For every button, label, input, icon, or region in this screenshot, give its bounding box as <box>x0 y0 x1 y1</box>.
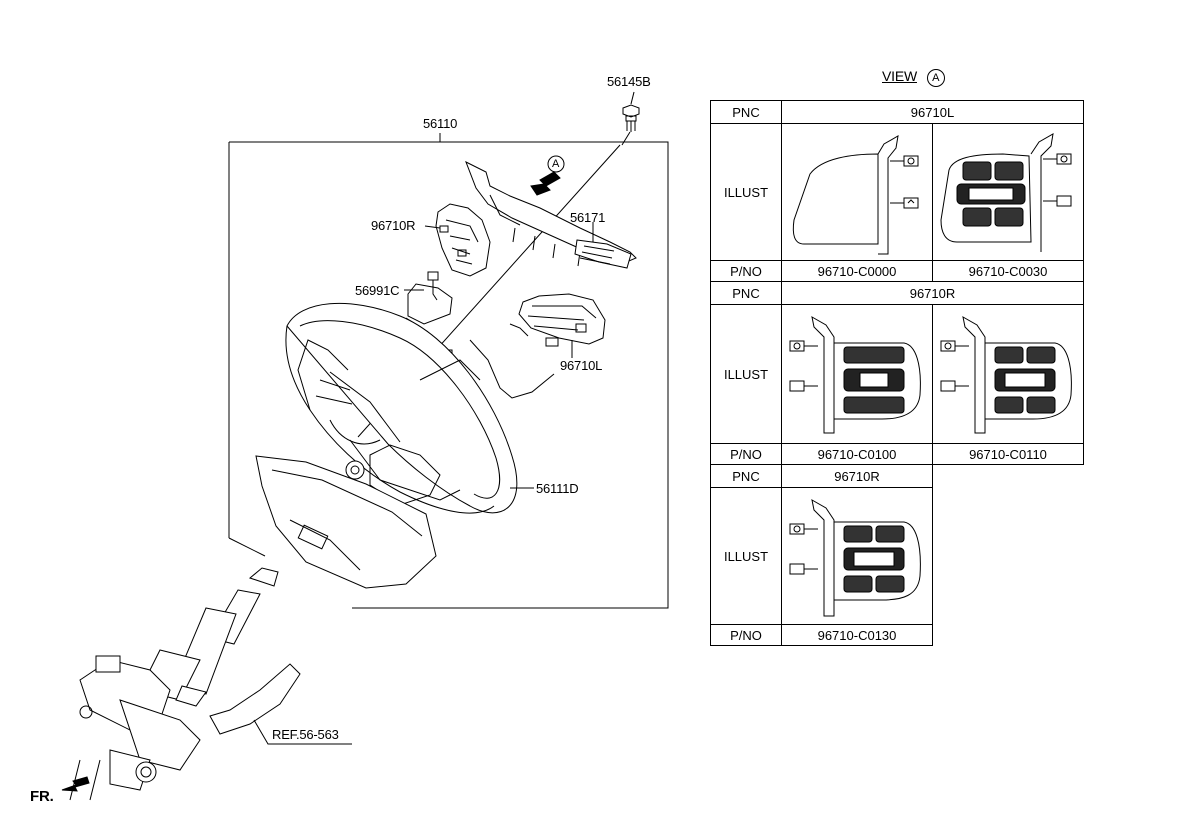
label-front: FR. <box>30 788 54 805</box>
view-a-arrow <box>530 171 561 196</box>
label-96710r: 96710R <box>371 218 416 233</box>
row-pnc-2-label: PNC <box>710 281 782 305</box>
view-marker: A <box>926 69 945 87</box>
row-pno-1-label: P/NO <box>710 260 782 282</box>
view-title: VIEW A <box>882 69 945 87</box>
view-title-text: VIEW <box>882 68 917 84</box>
label-ref: REF.56-563 <box>272 727 339 742</box>
part-number-96710-c0130: 96710-C0130 <box>781 624 933 646</box>
illust-96710-c0110 <box>932 304 1084 444</box>
part-number-table: PNC 96710L ILLUST <box>710 100 1084 646</box>
row-illust-3-label: ILLUST <box>710 487 782 625</box>
row-illust-2-label: ILLUST <box>710 304 782 444</box>
row-pno-3-label: P/NO <box>710 624 782 646</box>
row-pnc-3-label: PNC <box>710 464 782 488</box>
label-96710l: 96710L <box>560 358 603 373</box>
switch-96710r <box>435 203 491 277</box>
label-56110: 56110 <box>423 116 458 131</box>
steering-column <box>69 567 301 801</box>
part-number-96710-c0100: 96710-C0100 <box>781 443 933 465</box>
view-marker-letter: A <box>932 72 940 84</box>
front-arrow <box>61 776 90 792</box>
label-56171: 56171 <box>570 210 606 225</box>
row-illust-1-label: ILLUST <box>710 123 782 261</box>
exploded-view-drawing <box>61 91 669 801</box>
part-number-96710-c0110: 96710-C0110 <box>932 443 1084 465</box>
assembly-frame <box>229 141 669 609</box>
label-56111d: 56111D <box>536 481 579 496</box>
illust-96710-c0000 <box>781 123 933 261</box>
part-number-96710-c0030: 96710-C0030 <box>932 260 1084 282</box>
switch-96710l <box>509 293 606 345</box>
bolt-56145b <box>621 104 640 146</box>
row-pno-2-label: P/NO <box>710 443 782 465</box>
steering-wheel-56111d <box>285 302 518 514</box>
pnc-value-3: 96710R <box>781 464 933 488</box>
part-number-96710-c0000: 96710-C0000 <box>781 260 933 282</box>
label-56991c: 56991C <box>355 283 400 298</box>
lower-cover <box>255 455 437 589</box>
illust-96710-c0130 <box>781 487 933 625</box>
illust-96710-c0100 <box>781 304 933 444</box>
pnc-value-1: 96710L <box>781 100 1084 124</box>
pnc-value-2: 96710R <box>781 281 1084 305</box>
illust-96710-c0030 <box>932 123 1084 261</box>
row-pnc-1-label: PNC <box>710 100 782 124</box>
label-56145b: 56145B <box>607 74 651 89</box>
callout-a-letter: A <box>552 158 560 170</box>
